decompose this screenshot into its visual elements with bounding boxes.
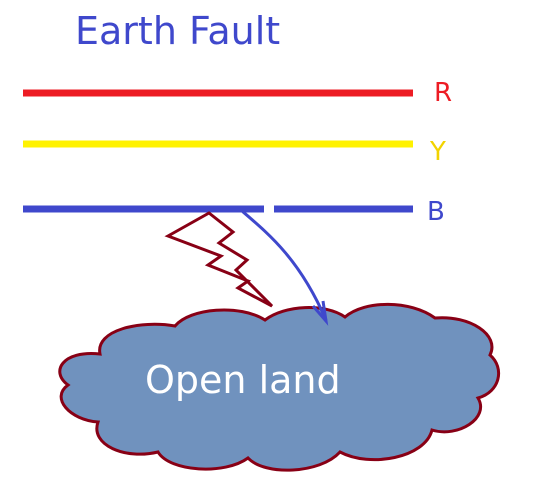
- fault-current-path: [241, 209, 328, 321]
- fault-current-arrow: [311, 300, 329, 326]
- open-land-cloud: [58, 302, 500, 472]
- lightning-bolt-icon: [164, 211, 274, 308]
- phase-y-label: Y: [429, 137, 446, 167]
- phase-b-label: B: [427, 197, 445, 227]
- open-land-label: Open land: [145, 358, 341, 402]
- phase-r-label: R: [434, 78, 452, 108]
- diagram-title: Earth Fault: [75, 9, 280, 53]
